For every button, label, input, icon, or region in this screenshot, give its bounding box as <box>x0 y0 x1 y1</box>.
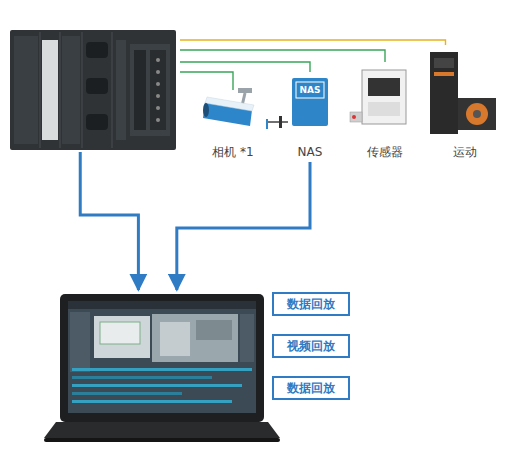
cable-line <box>180 62 310 72</box>
device-label: 相机 *1 <box>198 144 268 160</box>
nas-icon <box>292 78 328 126</box>
nas-badge-text: NAS <box>296 82 324 98</box>
plc-controller-node <box>8 28 180 152</box>
motion-node: 运动 <box>426 45 504 162</box>
data-flow-arrow <box>177 162 310 290</box>
device-label: NAS <box>288 144 332 160</box>
laptop-node <box>48 290 274 442</box>
cable-line <box>268 121 288 122</box>
feature-box: 视频回放 <box>272 334 350 358</box>
plc-controller <box>10 30 176 150</box>
feature-box: 数据回放 <box>272 376 350 400</box>
feature-text: 数据回放 <box>274 294 348 314</box>
sensor-node: 传感器 <box>352 62 418 162</box>
laptop-icon <box>44 294 280 442</box>
cable-line <box>180 40 446 45</box>
cable-line <box>180 72 233 90</box>
nas-node: NAS NAS <box>288 72 332 162</box>
camera-node: 相机 *1 <box>198 90 268 162</box>
device-label: 运动 <box>426 144 504 160</box>
device-label: 传感器 <box>352 144 418 160</box>
feature-box: 数据回放 <box>272 292 350 316</box>
feature-text: 数据回放 <box>274 378 348 398</box>
data-flow-arrow <box>80 152 138 290</box>
feature-text: 视频回放 <box>274 336 348 356</box>
camera-icon <box>203 88 282 129</box>
cable-line <box>180 50 385 62</box>
sensor-icon <box>350 70 406 124</box>
servo-drive-icon <box>430 52 496 134</box>
